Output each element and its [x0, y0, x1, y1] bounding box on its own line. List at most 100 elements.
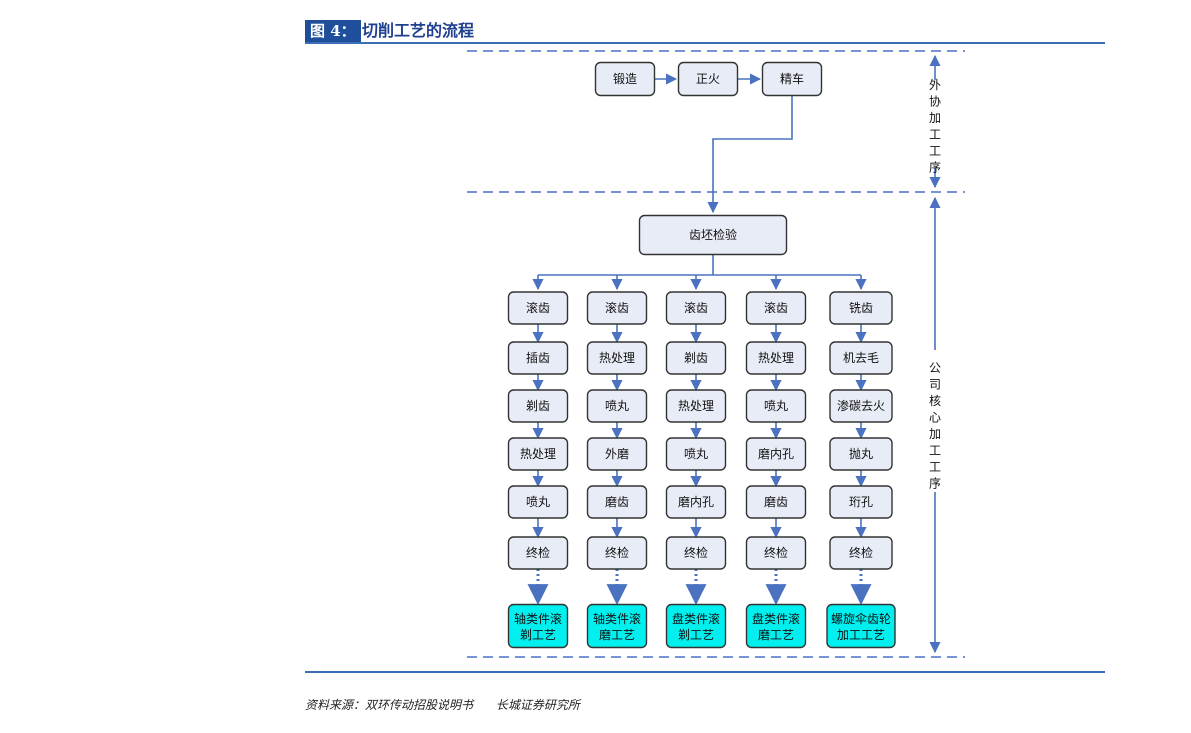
col-2-step-2-box [586, 341, 648, 375]
col-4-step-5-box [745, 485, 807, 519]
col-5-step-2-box [829, 341, 893, 375]
col-3-step-5: 磨内孔 [665, 485, 727, 519]
col-2-step-6-box [586, 536, 648, 570]
col-2-step-5: 磨齿 [586, 485, 648, 519]
col-4-step-3-label: 喷丸 [764, 399, 788, 413]
col-5-step-6-label: 终检 [849, 545, 873, 560]
col-3-step-4-label: 喷丸 [684, 447, 708, 461]
col-5-step-4-box [829, 437, 893, 471]
col-2-step-1: 滚齿 [586, 291, 648, 325]
col-2-step-5-label: 磨齿 [605, 495, 629, 509]
col-3-step-3: 热处理 [665, 389, 727, 423]
source-note: 资料来源：双环传动招股说明书 长城证券研究所 [305, 698, 580, 712]
col-2-step-1-box [586, 291, 648, 325]
inspection-step-box [638, 214, 788, 256]
top-step-1: 锻造 [594, 61, 656, 97]
col-2-result-box [586, 603, 648, 649]
col-2-step-4: 外磨 [586, 437, 648, 471]
col-5-step-2-label: 机去毛 [843, 351, 879, 365]
col-1-result-label-2: 剃工艺 [520, 628, 556, 642]
top-step-2: 正火 [677, 61, 739, 97]
col-2-step-3-box [586, 389, 648, 423]
figure-header: 图 4： 切削工艺的流程 [305, 20, 1105, 44]
col-5-result-label-1: 螺旋伞齿轮 [831, 611, 891, 626]
col-4-step-6-label: 终检 [764, 545, 788, 560]
outsourced-process-label: 外协加工工序 [929, 78, 941, 175]
col-2-step-4-label: 外磨 [605, 447, 629, 461]
col-4-step-4-box [745, 437, 807, 471]
col-4-step-1: 滚齿 [745, 291, 807, 325]
col-4-result-box [745, 603, 807, 649]
col-5-step-5-box [829, 485, 893, 519]
col-1-step-1: 滚齿 [507, 291, 569, 325]
col-3-step-2-label: 剃齿 [684, 351, 708, 365]
col-1-step-5-label: 喷丸 [526, 495, 550, 509]
col-2-step-1-label: 滚齿 [605, 300, 629, 315]
col-2-step-6-label: 终检 [605, 545, 629, 560]
col-2-step-2: 热处理 [586, 341, 648, 375]
col-1-step-6: 终检 [507, 536, 569, 570]
core-process-label: 公司核心加工工序 [929, 361, 941, 491]
col-1-step-4-label: 热处理 [520, 447, 556, 461]
header-rule [305, 42, 1105, 44]
col-3-step-1: 滚齿 [665, 291, 727, 325]
col-1-step-4: 热处理 [507, 437, 569, 471]
col-2-step-5-box [586, 485, 648, 519]
col-2-step-6: 终检 [586, 536, 648, 570]
col-5-step-1-label: 铣齿 [849, 301, 873, 315]
col-2-step-3: 喷丸 [586, 389, 648, 423]
col-1-step-6-label: 终检 [526, 545, 550, 560]
edge-to-inspection [707, 96, 793, 214]
col-2-result-label-2: 磨工艺 [599, 628, 635, 642]
col-1-step-2-label: 插齿 [526, 351, 550, 365]
col-1-step-2: 插齿 [507, 341, 569, 375]
col-5-step-4-label: 抛丸 [849, 446, 873, 461]
col-4-result-label-1: 盘类件滚 [752, 611, 800, 626]
figure-number: 图 4： [305, 20, 361, 42]
col-1-step-3-label: 剃齿 [526, 399, 550, 413]
col-2-step-2-label: 热处理 [599, 351, 635, 365]
col-1-step-5-box [507, 485, 569, 519]
col-5-step-1-box [829, 291, 893, 325]
top-step-1-box [594, 61, 656, 97]
col-4-step-5: 磨齿 [745, 485, 807, 519]
col-5-step-5-label: 珩孔 [849, 495, 873, 509]
inspection-step: 齿坯检验 [638, 214, 788, 256]
col-5-step-5: 珩孔 [829, 485, 893, 519]
col-3-step-1-label: 滚齿 [684, 300, 708, 315]
col-5-step-3: 渗碳去火 [829, 389, 893, 423]
top-step-3-label: 精车 [780, 71, 804, 86]
top-step-1-label: 锻造 [613, 72, 637, 86]
col-3-step-5-box [665, 485, 727, 519]
col-4-step-1-box [745, 291, 807, 325]
col-5-step-3-label: 渗碳去火 [837, 398, 885, 413]
col-1-step-4-box [507, 437, 569, 471]
col-3-step-3-label: 热处理 [678, 399, 714, 413]
col-1-step-1-box [507, 291, 569, 325]
col-5-step-3-box [829, 389, 893, 423]
col-1-step-3-box [507, 389, 569, 423]
col-4-result-label-2: 磨工艺 [758, 628, 794, 642]
col-1-step-3: 剃齿 [507, 389, 569, 423]
col-3-step-6: 终检 [665, 536, 727, 570]
col-3-step-5-label: 磨内孔 [678, 495, 714, 509]
col-2-result-label-1: 轴类件滚 [593, 611, 641, 626]
col-1-step-1-label: 滚齿 [526, 300, 550, 315]
col-5-step-1: 铣齿 [829, 291, 893, 325]
col-2-step-4-box [586, 437, 648, 471]
col-1-result-box [507, 603, 569, 649]
col-5-step-6: 终检 [829, 536, 893, 570]
col-3-result-label-2: 剃工艺 [678, 628, 714, 642]
col-4-step-4: 磨内孔 [745, 437, 807, 471]
col-5-step-2: 机去毛 [829, 341, 893, 375]
col-4-step-2: 热处理 [745, 341, 807, 375]
col-4-step-5-label: 磨齿 [764, 495, 788, 509]
col-4-step-2-label: 热处理 [758, 351, 794, 365]
col-1-result-label-1: 轴类件滚 [514, 611, 562, 626]
col-3-step-2: 剃齿 [665, 341, 727, 375]
